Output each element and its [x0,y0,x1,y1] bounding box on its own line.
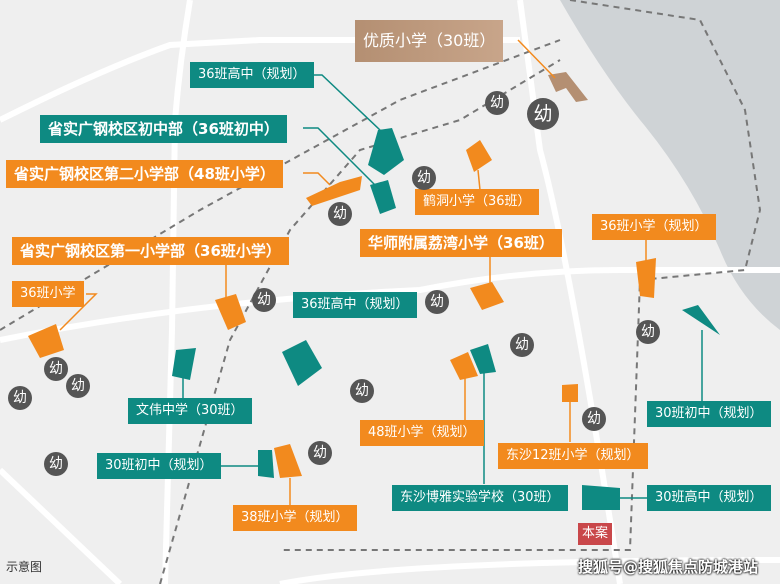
kindergarten-icon: 幼 [66,374,90,398]
schematic-note: 示意图 [6,560,43,574]
parcel-huashi [470,282,504,310]
project-marker: 本案 [578,523,613,545]
parcel-chuzhong [370,180,396,214]
parcel-dongsha12 [562,384,578,402]
parcel-cz30b [258,450,274,478]
school-parcels [28,72,720,510]
label-30-high-school-planned: 30班高中（规划） [647,485,771,511]
label-36-primary-planned: 36班小学（规划） [592,214,716,240]
kindergarten-icon: 幼 [425,290,449,314]
label-shengshi-primary-2: 省实广钢校区第二小学部（48班小学） [6,160,283,188]
parcel-di1 [215,294,246,330]
parcel-hedong [466,140,492,172]
label-youzhi-school: 优质小学（30班） [355,20,504,62]
kindergarten-icon: 幼 [510,333,534,357]
kindergarten-icon: 幼 [485,91,509,115]
parcel-gz36b [282,340,322,386]
label-hedong-primary: 鹤洞小学（36班） [415,189,539,215]
kindergarten-icon: 幼 [328,202,352,226]
kindergarten-icon: 幼 [636,320,660,344]
kindergarten-icon: 幼 [308,441,332,465]
parcel-38 [274,444,302,478]
label-36-high-school-planned-2: 36班高中（规划） [293,292,417,318]
kindergarten-icon: 幼 [252,288,276,312]
label-huashi-primary: 华师附属荔湾小学（36班） [360,229,562,257]
label-48-primary-planned: 48班小学（规划） [360,420,484,446]
kindergarten-icon: 幼 [412,166,436,190]
kindergarten-icon: 幼 [350,379,374,403]
label-shengshi-middle: 省实广钢校区初中部（36班初中） [40,115,287,143]
watermark: 搜狐号@搜狐焦点防城港站 [578,558,759,576]
kindergarten-icon: 幼 [8,386,32,410]
parcel-di2 [306,176,362,206]
label-dongsha-boya-school: 东沙博雅实验学校（30班） [392,485,568,511]
leader-lines [59,39,703,505]
label-30-middle-planned-west: 30班初中（规划） [97,453,221,479]
river [560,0,780,330]
label-30-middle-planned-east: 30班初中（规划） [647,401,771,427]
label-36-high-school-planned: 36班高中（规划） [190,62,314,88]
parcel-gaozhong36a [368,128,404,175]
label-shengshi-primary-1: 省实广钢校区第一小学部（36班小学） [12,237,289,265]
parcel-boya [470,344,496,374]
kindergarten-icon: 幼 [582,407,606,431]
parcel-36plan [636,258,656,298]
parcel-cz30a [682,305,720,335]
label-wenwei-middle: 文伟中学（30班） [128,398,252,424]
parcel-youzhi [548,72,588,102]
parcel-gz30 [582,485,620,510]
label-dongsha-12-primary: 东沙12班小学（规划） [498,443,648,469]
parcel-36xx [28,324,64,358]
kindergarten-icon: 幼 [527,98,559,130]
parcel-48 [450,352,478,380]
kindergarten-icon: 幼 [44,452,68,476]
label-36-primary: 36班小学 [12,281,84,307]
label-38-primary-planned: 38班小学（规划） [233,505,357,531]
kindergarten-icon: 幼 [44,357,68,381]
parcel-wenwei [172,348,196,380]
